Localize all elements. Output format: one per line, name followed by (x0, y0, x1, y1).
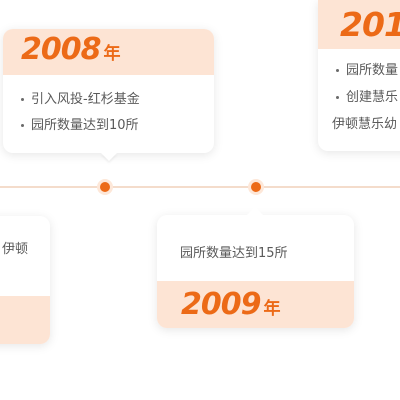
card-pointer (101, 153, 117, 161)
list-item: 园所数量 (332, 57, 400, 84)
timeline-card-2008: 2008 年 引入风投-红杉基金 园所数量达到10所 (3, 29, 214, 161)
card-year-suffix: 年 (103, 44, 121, 64)
timeline-card-201x: 201 园所数量 创建慧乐 伊顿慧乐幼 (318, 0, 400, 151)
card-text: 园所数量达到15所 (180, 246, 288, 261)
card-pointer (247, 207, 263, 215)
timeline-dot-2009[interactable] (251, 182, 261, 192)
card-header: 201 (318, 0, 400, 49)
list-item-continuation: 伊顿慧乐幼 (332, 117, 398, 132)
card-year: 2008 (21, 32, 101, 67)
list-item: 引入风投-红杉基金 (17, 87, 214, 113)
timeline-dot-2008[interactable] (100, 182, 110, 192)
card-year-suffix: 年 (263, 299, 281, 319)
card-bullets: 引入风投-红杉基金 园所数量达到10所 (3, 87, 214, 139)
card-text: 伊顿 (1, 242, 28, 257)
card-header: 2008 年 (3, 29, 214, 75)
timeline-card-left: 伊顿 (0, 216, 50, 344)
list-item: 创建慧乐 (332, 84, 400, 111)
list-item: 园所数量达到10所 (17, 113, 214, 139)
card-bullets: 园所数量 创建慧乐 伊顿慧乐幼 (318, 57, 400, 138)
card-year: 201 (340, 5, 400, 44)
card-header: 2009 年 (157, 281, 354, 328)
card-year: 2009 (181, 287, 261, 322)
card-header (0, 296, 50, 344)
timeline-card-2009: 园所数量达到15所 2009 年 (157, 207, 354, 328)
timeline-axis (0, 186, 400, 188)
